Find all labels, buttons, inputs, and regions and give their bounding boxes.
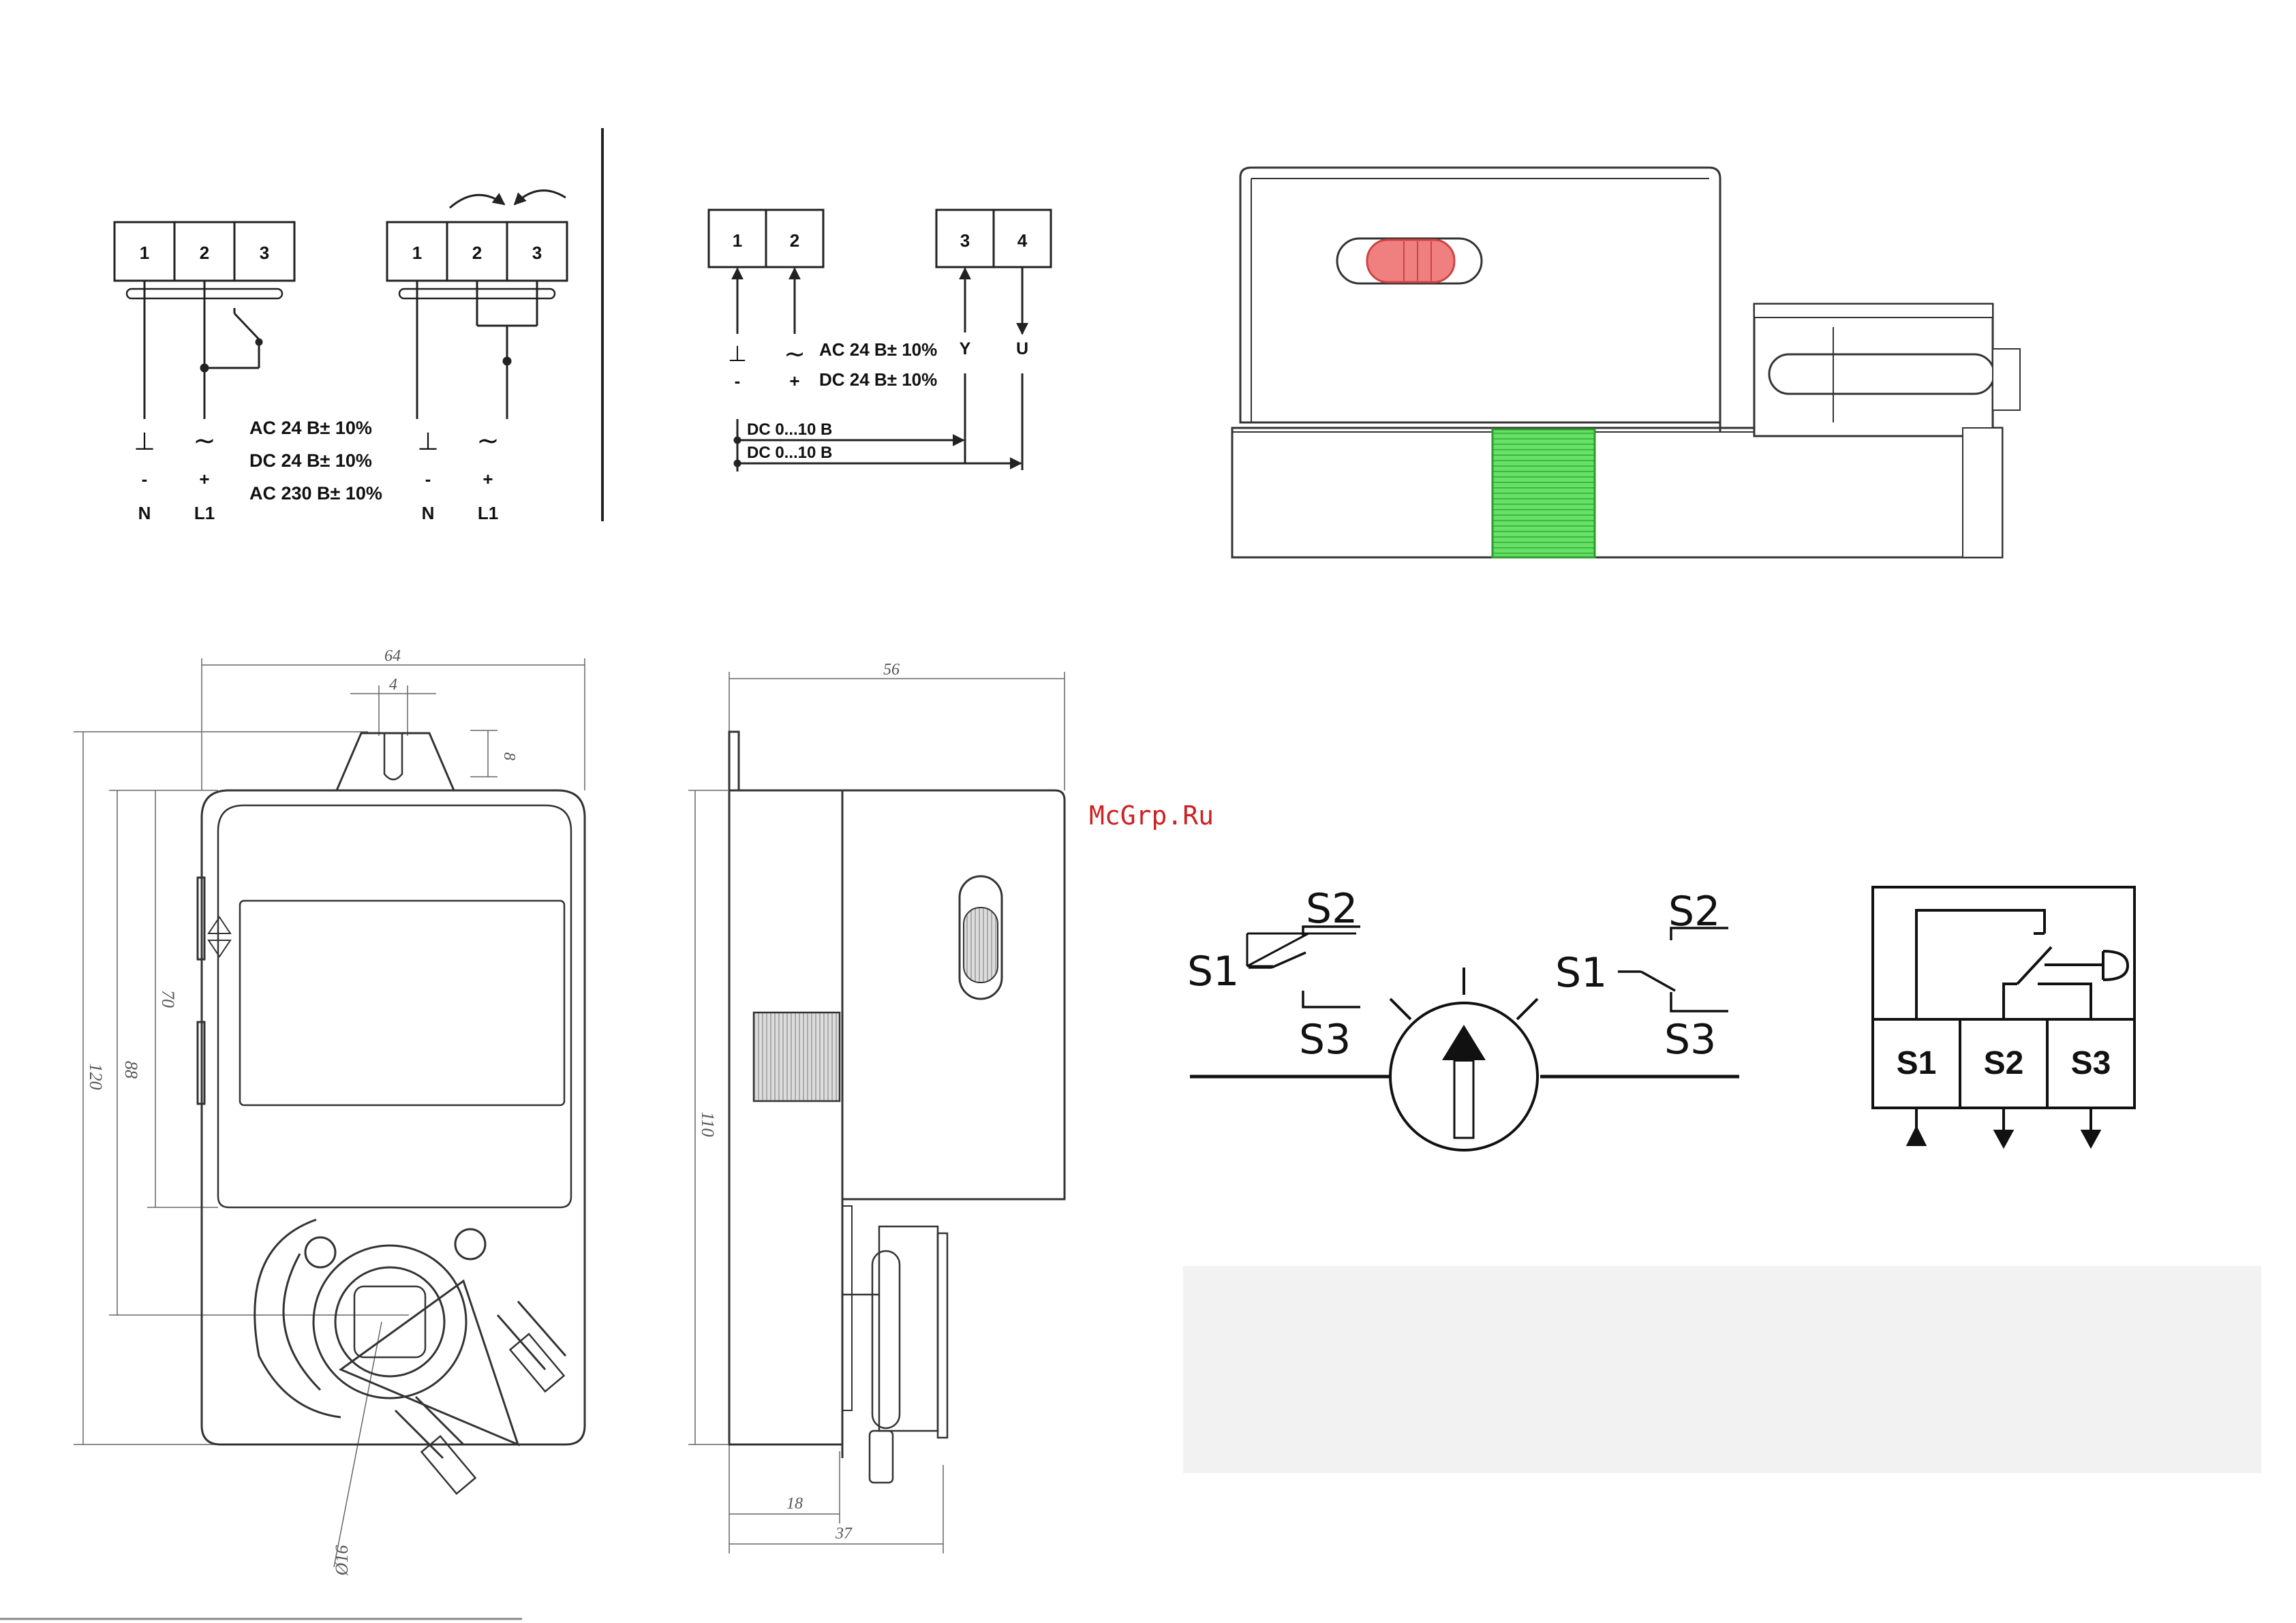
switch-diagram-labels: S2 S1 S3 S2 S1 S3 <box>1187 885 1720 1064</box>
position-indicator-red <box>1367 240 1454 282</box>
dim-shaft: Ø16 <box>332 1545 352 1577</box>
ground-symbol: ⊥ <box>728 341 747 367</box>
switch-box <box>1873 887 2134 1146</box>
wiring-a-labels: 1 2 3 ⊥ ~ - + N L1 AC 24 B± 10% DC 24 B±… <box>134 243 382 523</box>
side-view-drawing <box>688 672 1065 1554</box>
switch-label: S3 <box>1664 1016 1716 1064</box>
dim-side-width: 56 <box>883 661 900 679</box>
signal-range-label: DC 0...10 B <box>747 420 832 439</box>
rating-label: DC 24 B± 10% <box>819 369 937 390</box>
polarity-label: + <box>789 371 799 391</box>
dim-tab: 4 <box>389 676 397 694</box>
side-housing-rear <box>729 790 842 1444</box>
polarity-label: - <box>735 371 741 391</box>
switch-box-labels: S1 S2 S3 <box>1897 1045 2111 1081</box>
dim-tab-height: 8 <box>500 752 518 760</box>
terminal-label: 3 <box>532 243 542 263</box>
front-housing <box>202 790 585 1444</box>
line-label: N <box>138 503 151 523</box>
terminal-label: 1 <box>412 243 422 263</box>
terminal-label: 3 <box>260 243 269 263</box>
wiring-c-labels: 1 2 3 4 ⊥ ~ Y U - + AC 24 B± 10% DC 24 B… <box>728 230 1028 462</box>
rating-label: AC 24 B± 10% <box>819 339 937 360</box>
ac-symbol: ~ <box>784 339 806 369</box>
dim-18: 18 <box>786 1495 803 1513</box>
rating-label: AC 24 B± 10% <box>249 418 372 438</box>
switch-left-symbol <box>1249 927 1360 1007</box>
ac-symbol: ~ <box>193 425 216 457</box>
label-plate <box>240 901 564 1105</box>
terminal-label: 1 <box>140 243 149 263</box>
polarity-label: - <box>142 469 148 489</box>
terminal-label: 1 <box>733 230 742 251</box>
wiring-diagram-b <box>387 191 567 419</box>
polarity-label: - <box>425 469 431 489</box>
ground-symbol: ⊥ <box>134 428 155 456</box>
signal-label-u: U <box>1016 339 1028 358</box>
dim-height-88: 88 <box>121 1061 141 1079</box>
watermark-text: McGrp.Ru <box>1089 801 1214 831</box>
switch-label: S2 <box>1668 888 1720 936</box>
switch-label: S3 <box>1299 1016 1351 1064</box>
terminal-label: 2 <box>472 243 482 263</box>
side-housing-front <box>842 790 1065 1199</box>
terminal-label: 4 <box>1017 230 1028 251</box>
dim-side-height: 110 <box>698 1111 718 1137</box>
switch-label: S1 <box>1555 949 1607 997</box>
switch-label: S1 <box>1187 948 1239 995</box>
actuator-side-render <box>1232 168 2020 557</box>
terminal-label: 3 <box>960 230 970 251</box>
switch-terminal-label: S1 <box>1897 1045 1937 1081</box>
terminal-label: 2 <box>200 243 209 263</box>
line-label: L1 <box>478 503 498 523</box>
switch-label: S2 <box>1306 885 1358 933</box>
grey-panel <box>1183 1266 2261 1473</box>
ac-symbol: ~ <box>476 425 500 457</box>
switch-terminal-label: S3 <box>2071 1045 2111 1081</box>
actuator-base <box>1232 428 2002 557</box>
rating-label: DC 24 B± 10% <box>249 450 372 471</box>
actuator-housing <box>1240 168 1720 422</box>
signal-range-label: DC 0...10 B <box>747 444 832 462</box>
dim-height-70: 70 <box>158 990 178 1008</box>
polarity-label: + <box>483 469 493 489</box>
dim-37: 37 <box>835 1525 853 1543</box>
ground-symbol: ⊥ <box>417 428 438 456</box>
switch-right-symbol <box>1618 928 1728 1011</box>
manual-override-knob <box>1493 429 1595 557</box>
line-label: L1 <box>194 503 215 523</box>
signal-label-y: Y <box>960 339 971 358</box>
switch-terminal-label: S2 <box>1984 1045 2024 1081</box>
rating-label: AC 230 B± 10% <box>249 483 382 504</box>
dim-width: 64 <box>384 647 401 665</box>
polarity-label: + <box>199 469 209 489</box>
terminal-label: 2 <box>790 230 799 251</box>
dim-height-total: 120 <box>86 1064 106 1090</box>
front-view-drawing <box>74 658 585 1567</box>
line-label: N <box>422 503 435 523</box>
shaft-slot <box>1769 354 1994 394</box>
side-knob <box>754 1013 840 1101</box>
